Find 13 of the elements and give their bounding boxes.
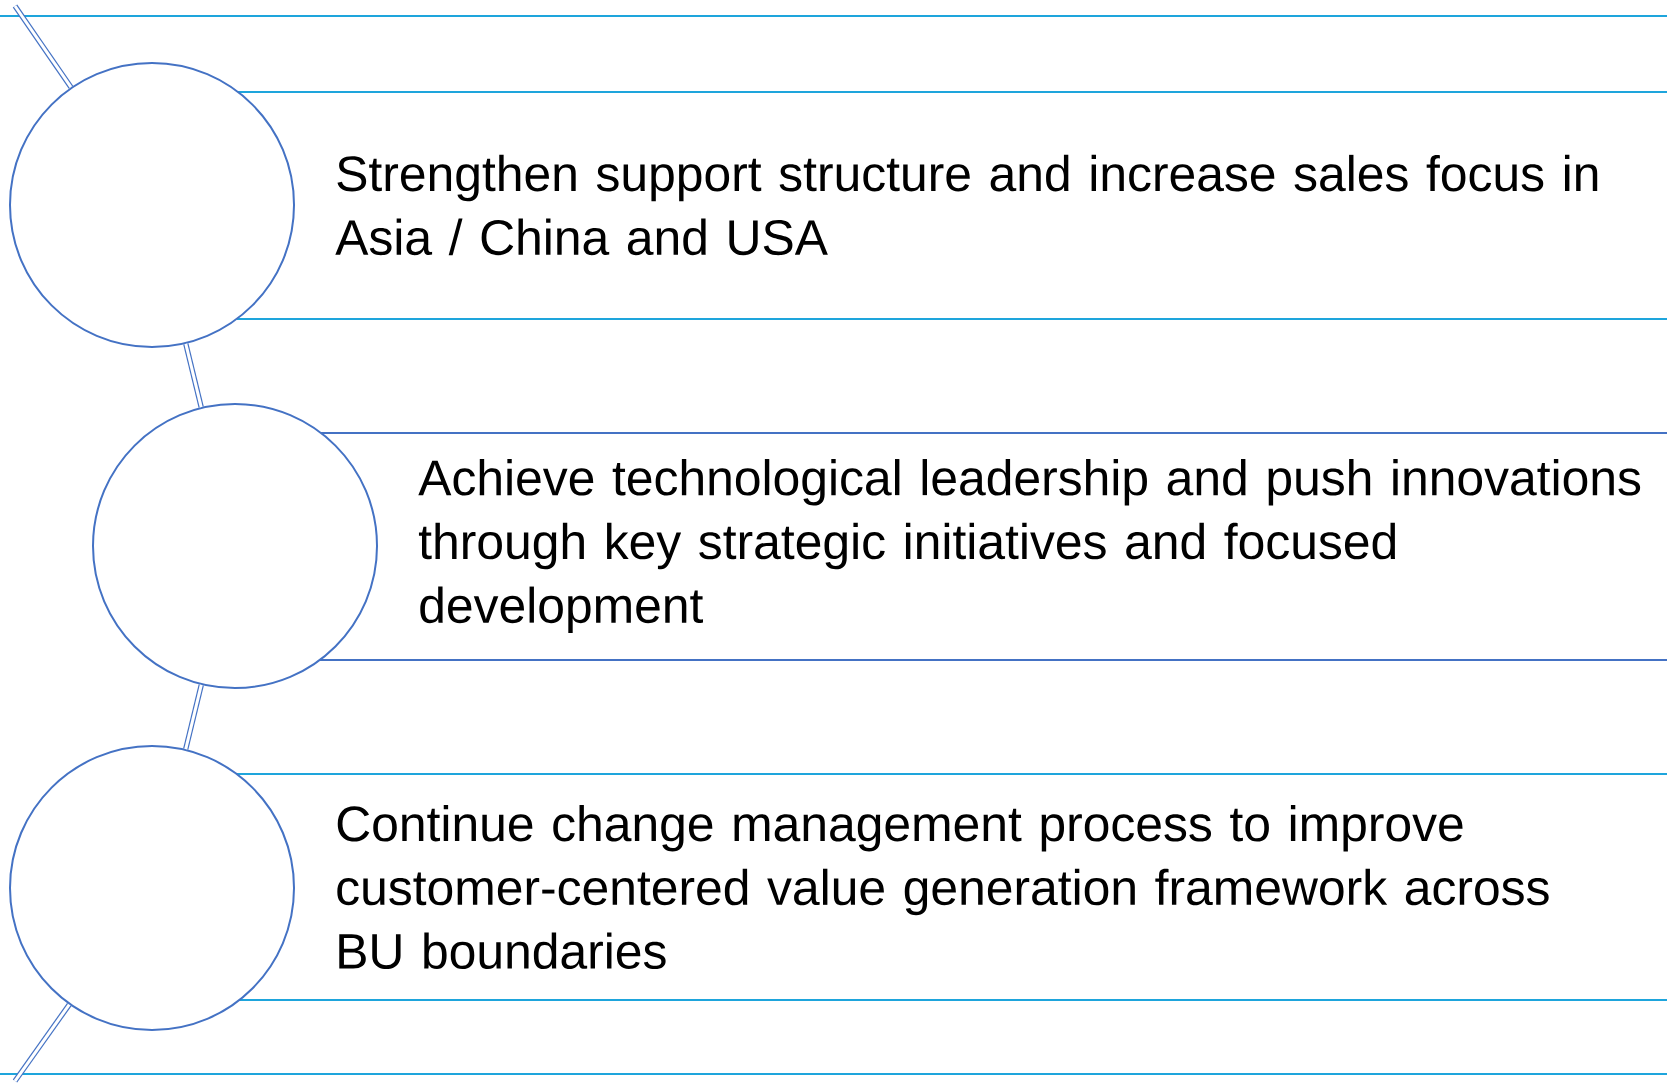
connector-line [12, 1003, 72, 1083]
circle [9, 62, 295, 348]
band [319, 432, 1667, 661]
band-text: Strengthen support structure and increase sales focus in Asia / China and USA [335, 154, 1598, 256]
band [236, 773, 1667, 1001]
connector-line [183, 343, 204, 408]
circle [92, 403, 378, 689]
connector-line [12, 4, 74, 89]
circle [9, 745, 295, 1031]
band-text: Achieve technological leadership and push innovations through key strategic initiatives and focused development [418, 459, 1641, 633]
band-text: Continue change management process to improve customer-centered value generation framework across BU boundaries [337, 804, 1549, 970]
connector-line [183, 684, 204, 750]
band [236, 91, 1667, 320]
